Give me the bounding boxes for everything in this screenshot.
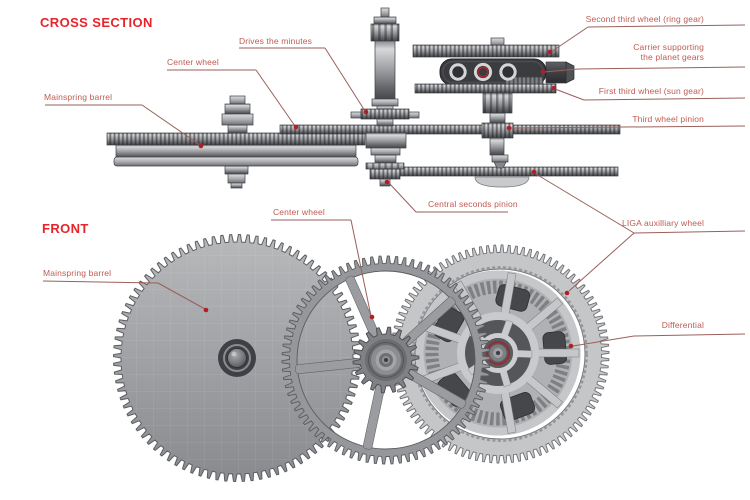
- label-third-wheel-pinion: Third wheel pinion: [632, 114, 704, 124]
- label-dot: [540, 69, 546, 75]
- label-center-wheel-cs: Center wheel: [167, 57, 219, 67]
- label-dot: [384, 179, 390, 185]
- leader-line: [510, 125, 746, 129]
- leader-line: [324, 47, 366, 112]
- front-title: FRONT: [42, 221, 89, 236]
- center-shaft-section: [350, 7, 420, 187]
- leader-line: [572, 335, 635, 347]
- label-center-wheel-front: Center wheel: [273, 207, 325, 217]
- label-carrier-line1: Carrier supporting: [633, 42, 704, 52]
- label-liga-auxiliary-wheel: LIGA auxilliary wheel: [621, 218, 704, 228]
- leader-line: [587, 24, 746, 28]
- leader-line: [554, 88, 585, 101]
- leader-line: [141, 104, 201, 146]
- center-wheel-section: [279, 124, 621, 135]
- label-dot: [506, 125, 512, 131]
- differential-front-assembly: [415, 270, 581, 436]
- leader-line: [543, 68, 579, 73]
- mainspring-barrel-front-gear: [112, 233, 362, 483]
- label-dot: [568, 343, 574, 349]
- label-dot: [551, 85, 557, 91]
- label-dot: [369, 314, 375, 320]
- leader-line: [577, 66, 746, 70]
- label-drives-the-minutes: Drives the minutes: [239, 36, 313, 46]
- planetary-module-section: [412, 37, 575, 169]
- leader-line: [535, 173, 635, 234]
- label-differential: Differential: [661, 320, 704, 330]
- leader-line: [255, 69, 296, 127]
- mainspring-barrel-section: [106, 95, 366, 189]
- leader-line: [157, 282, 206, 310]
- leader-line: [633, 230, 746, 234]
- leader-lines: [42, 24, 746, 347]
- leader-line: [42, 280, 159, 284]
- label-central-seconds-pinion: Central seconds pinion: [428, 199, 518, 209]
- leader-line: [388, 182, 417, 213]
- cross-section-drawing: [106, 7, 621, 189]
- label-carrier: Carrier supporting the planet gears: [633, 42, 704, 62]
- label-dots: [198, 49, 574, 349]
- front-view-drawing: [112, 233, 610, 483]
- leader-line: [633, 333, 746, 337]
- label-dot: [531, 169, 537, 175]
- label-mainspring-barrel-front: Mainspring barrel: [43, 268, 112, 278]
- label-first-third-wheel: First third wheel (sun gear): [598, 86, 704, 96]
- label-dot: [203, 307, 209, 313]
- label-dot: [198, 143, 204, 149]
- label-carrier-line2: the planet gears: [640, 51, 704, 62]
- label-mainspring-barrel-cs: Mainspring barrel: [44, 92, 113, 102]
- label-second-third-wheel: Second third wheel (ring gear): [585, 14, 704, 24]
- leader-line: [583, 97, 746, 101]
- center-wheel-front-gear: [281, 255, 491, 465]
- leader-line: [350, 219, 372, 317]
- label-dot: [564, 290, 570, 296]
- label-dot: [363, 109, 369, 115]
- label-dot: [293, 124, 299, 130]
- cross-section-title: CROSS SECTION: [40, 15, 153, 30]
- liga-auxiliary-wheel-front-gear: [390, 244, 610, 464]
- leader-line: [568, 232, 635, 292]
- leader-line: [550, 26, 589, 53]
- label-dot: [547, 49, 553, 55]
- liga-wheel-section: [387, 166, 619, 188]
